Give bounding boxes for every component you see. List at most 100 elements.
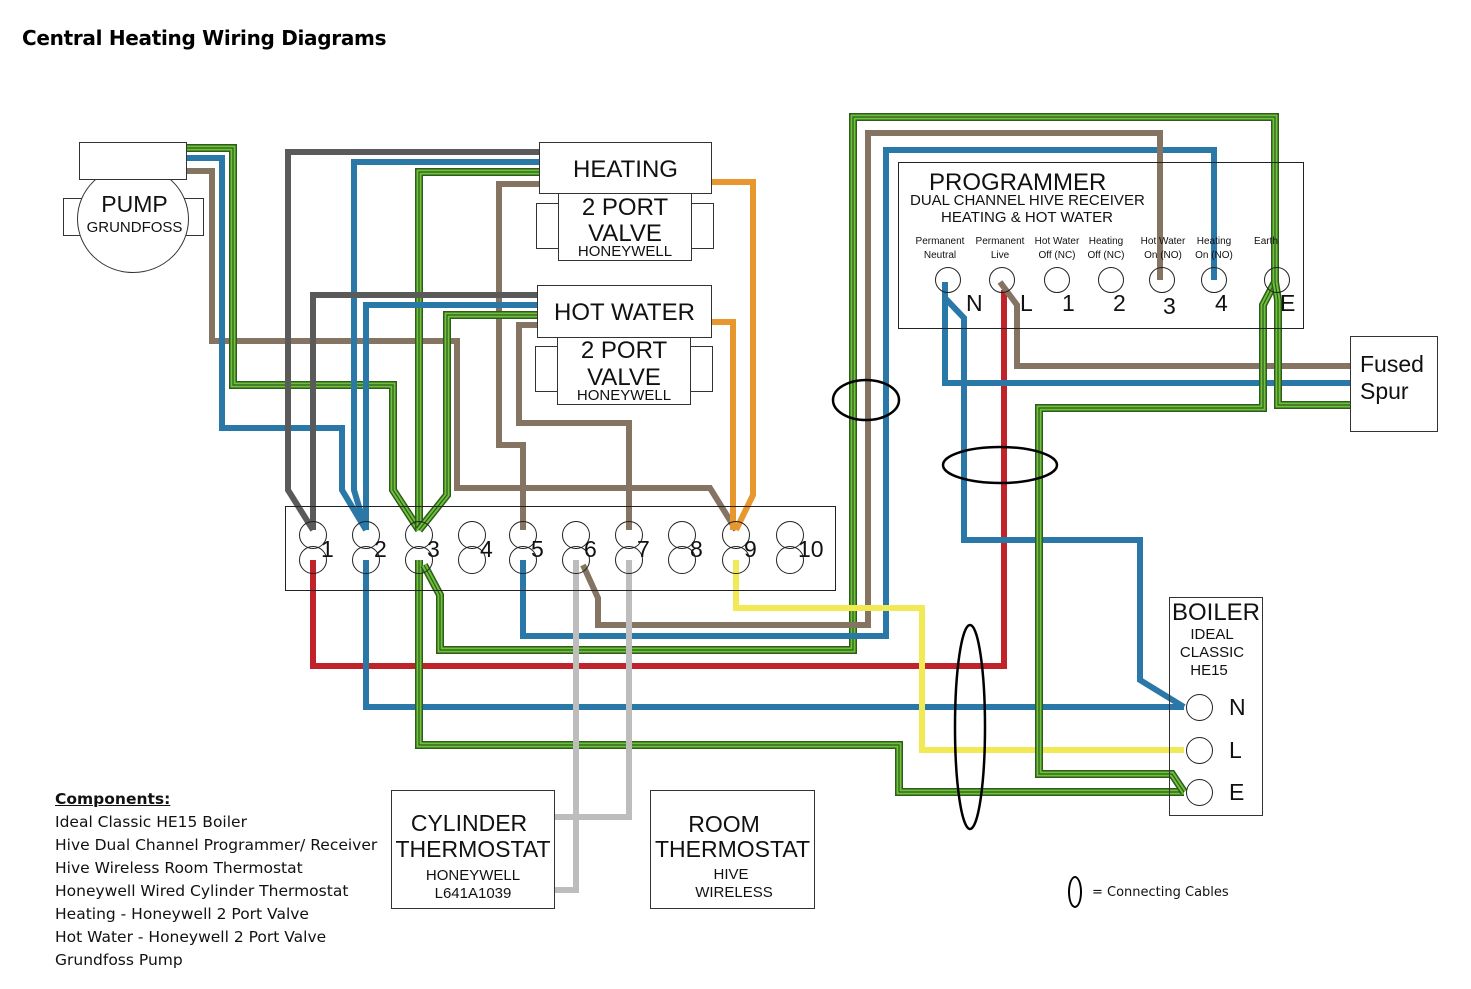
programmer-terminal-desc: Permanent — [915, 236, 965, 247]
programmer-terminal-desc: Hot Water — [1140, 236, 1186, 247]
junction-terminal-screw — [668, 546, 696, 574]
programmer-terminal-desc: Off (NC) — [1038, 250, 1076, 261]
programmer-terminal-desc: Off (NC) — [1087, 250, 1125, 261]
heating-valve-line2: VALVE — [588, 220, 662, 247]
junction-terminal-label: 2 — [374, 536, 387, 562]
cylinder-thermostat-line1: CYLINDER — [410, 810, 528, 836]
wire-heating-orange — [712, 179, 756, 532]
wire-heating-blue — [351, 159, 539, 531]
components-list: Components: Ideal Classic HE15 Boiler Hi… — [55, 788, 377, 972]
wire-spur-live — [997, 280, 1350, 369]
programmer-terminal-mark: 2 — [1113, 290, 1126, 316]
hotwater-valve-head — [537, 285, 712, 338]
junction-terminal-screw — [509, 546, 537, 574]
pump-top-box — [79, 142, 187, 180]
programmer-terminal-screw — [1201, 267, 1227, 293]
boiler-terminal-label: E — [1229, 779, 1245, 805]
heating-valve-body — [558, 193, 692, 261]
wire-red-switched-live — [310, 290, 1007, 669]
programmer-terminal-mark: 1 — [1062, 290, 1075, 316]
room-thermostat-type: WIRELESS — [695, 884, 773, 901]
wire-heating-on — [520, 147, 1217, 639]
pump-title: PUMP — [101, 191, 168, 217]
programmer-title: PROGRAMMER — [929, 169, 1107, 196]
heating-valve-title: HEATING — [573, 156, 678, 183]
programmer-terminal-desc: Live — [990, 250, 1010, 261]
programmer-terminal-mark: 3 — [1163, 293, 1176, 319]
boiler-box — [1169, 597, 1263, 816]
programmer-terminal-desc: Hot Water — [1034, 236, 1080, 247]
programmer-terminal-desc: Heating — [1196, 236, 1232, 247]
boiler-title: BOILER — [1171, 599, 1261, 626]
programmer-terminal-mark: L — [1020, 290, 1033, 316]
cable-oval-1 — [831, 378, 901, 422]
heating-valve-brand: HONEYWELL — [577, 243, 673, 260]
junction-terminal-label: 6 — [584, 536, 597, 562]
junction-terminal-label: 5 — [531, 536, 544, 562]
cable-oval-2 — [941, 445, 1059, 485]
component-item: Honeywell Wired Cylinder Thermostat — [55, 882, 349, 900]
wire-hotwater-on — [580, 130, 1163, 628]
boiler-terminal-screw — [1186, 694, 1213, 721]
hotwater-valve-brand: HONEYWELL — [576, 387, 672, 404]
hotwater-valve-line1: 2 PORT — [580, 337, 668, 364]
component-item: Hot Water - Honeywell 2 Port Valve — [55, 928, 327, 946]
room-thermostat-line1: ROOM — [688, 811, 760, 837]
wire-pump-neutral — [187, 155, 369, 532]
wire-boiler-earth — [418, 560, 1184, 793]
cylinder-thermostat-box — [391, 790, 555, 909]
boiler-line3: HE15 — [1190, 662, 1228, 679]
wire-boiler-earth — [415, 560, 1184, 796]
legend: = Connecting Cables — [1068, 876, 1229, 908]
junction-terminal-label: 8 — [690, 536, 703, 562]
page-title: Central Heating Wiring Diagrams — [22, 26, 387, 50]
boiler-terminal-label: L — [1229, 737, 1242, 763]
room-thermostat-line2: THERMOSTAT — [654, 836, 811, 862]
hotwater-valve-body — [557, 337, 691, 405]
pump-brand: GRUNDFOSS — [86, 219, 183, 236]
programmer-terminal-desc: Permanent — [975, 236, 1025, 247]
junction-terminal-label: 7 — [637, 536, 650, 562]
boiler-line1: IDEAL — [1190, 626, 1234, 643]
programmer-subtitle-1: DUAL CHANNEL HIVE RECEIVER — [910, 192, 1145, 209]
junction-terminal-screw — [615, 546, 643, 574]
programmer-terminal-screw — [1044, 267, 1070, 293]
boiler-line2: CLASSIC — [1179, 644, 1245, 661]
cylinder-thermostat-brand: HONEYWELL — [425, 867, 521, 884]
wire-prog-neutral-boiler — [942, 282, 1186, 710]
boiler-terminal-screw — [1186, 737, 1213, 764]
fused-spur-line1: Fused — [1360, 351, 1424, 377]
wire-programmer-earth — [423, 116, 1276, 651]
junction-terminal-screw — [405, 546, 433, 574]
cylinder-thermostat-model: L641A1039 — [434, 885, 512, 902]
programmer-terminal-desc: On (NO) — [1144, 250, 1182, 261]
component-item: Hive Wireless Room Thermostat — [55, 859, 303, 877]
junction-terminal-screw — [776, 546, 804, 574]
wire-heating-brown — [496, 181, 539, 530]
fused-spur-box — [1350, 336, 1438, 432]
programmer-terminal-screw — [935, 267, 961, 293]
wire-hotwater-blue — [363, 302, 537, 530]
wire-cylinder-stat-2 — [576, 560, 632, 820]
programmer-terminal-desc: Neutral — [923, 250, 957, 261]
junction-terminal-screw — [299, 546, 327, 574]
fused-spur-line2: Spur — [1360, 378, 1409, 404]
boiler-terminal-screw — [1186, 779, 1213, 806]
wire-boiler-earth — [416, 560, 1184, 795]
heating-valve-line1: 2 PORT — [581, 194, 669, 221]
wire-hotwater-orange — [712, 319, 736, 530]
wire-boiler-neutral — [363, 560, 1184, 710]
junction-terminal-screw — [352, 546, 380, 574]
junction-terminal-label: 9 — [744, 536, 757, 562]
programmer-terminal-mark: 4 — [1215, 290, 1228, 316]
junction-terminal-label: 10 — [798, 536, 824, 562]
wire-cylinder-stat-1 — [555, 560, 579, 820]
programmer-terminal-screw — [1098, 267, 1124, 293]
programmer-terminal-desc: Heating — [1088, 236, 1124, 247]
junction-terminal-label: 1 — [321, 536, 334, 562]
programmer-terminal-screw — [1149, 267, 1175, 293]
wire-heating-earth — [418, 171, 539, 530]
boiler-terminal-label: N — [1229, 694, 1246, 720]
wire-boiler-live — [733, 560, 1184, 753]
wire-hotwater-brown — [516, 322, 632, 530]
